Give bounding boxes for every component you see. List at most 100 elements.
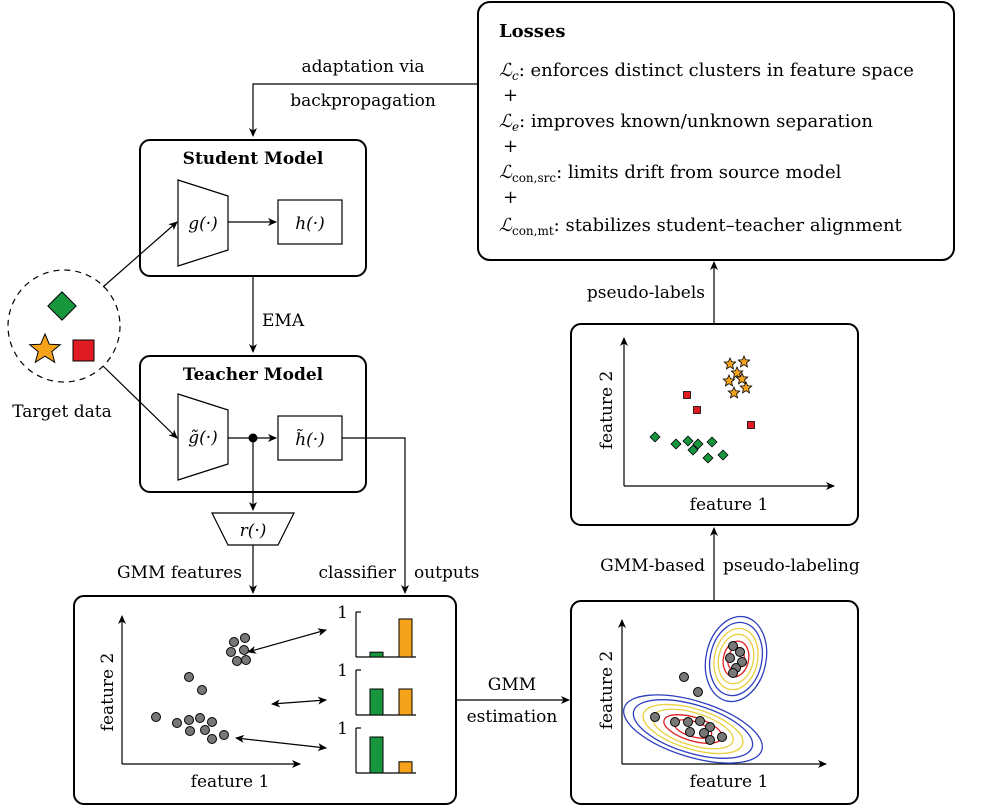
- gmm-contour-lower: [623, 694, 763, 764]
- diamond-point: [717, 449, 729, 461]
- student-model-box: Student Model g(·) h(·): [139, 139, 367, 277]
- gmm-point: [728, 641, 738, 651]
- pseudo-labeling-label: pseudo-labeling: [723, 556, 860, 576]
- known-class-bar: [369, 651, 384, 658]
- gmm-contour-upper: [704, 615, 768, 703]
- adaptation-label-2: backpropagation: [290, 91, 436, 111]
- feature-point: [226, 647, 236, 657]
- star-point: [739, 380, 753, 394]
- feature-point: [232, 656, 242, 666]
- target-data: Target data: [7, 269, 121, 422]
- loss-item-con-mt: ℒcon,mt: stabilizes student–teacher alig…: [499, 215, 903, 238]
- feature-point: [207, 717, 217, 727]
- classifier-bar-chart: 1: [337, 719, 416, 774]
- target-to-student-arrow: [102, 221, 178, 288]
- known-class-bar: [369, 736, 384, 774]
- student-head-box: [277, 199, 343, 245]
- ema-label: EMA: [262, 311, 305, 331]
- classifier-outputs-arrow: [342, 437, 409, 594]
- star-point: [735, 371, 749, 385]
- gmm-estimation-label-1: GMM: [488, 675, 536, 695]
- losses-title: Losses: [499, 21, 566, 42]
- feature-point: [185, 726, 195, 736]
- diamond-point: [706, 436, 718, 448]
- svg-text:ℒc: enforces distinct clusters: ℒc: enforces distinct clusters in featur…: [499, 60, 914, 83]
- gmm-based-label: GMM-based: [600, 556, 705, 576]
- diamond-point: [682, 435, 694, 447]
- star-point: [737, 354, 751, 368]
- green-diamond-icon: [47, 291, 77, 321]
- loss-item-con-src: ℒcon,src: limits drift from source model: [499, 162, 842, 185]
- gmm-points: [650, 641, 747, 745]
- projector-r-label: r(·): [240, 521, 267, 541]
- bar-scale-one: 1: [337, 661, 348, 681]
- feature-point: [172, 718, 182, 728]
- pl-x-axis-label: feature 1: [690, 495, 769, 515]
- diamond-point: [692, 438, 704, 450]
- gmm-contour-upper: [717, 633, 755, 685]
- star-point: [730, 365, 744, 379]
- classifier-label: classifier: [318, 563, 396, 583]
- pseudo-label-box: feature 1 feature 2: [570, 323, 859, 526]
- y-axis-label: feature 2: [98, 653, 118, 732]
- gmm-estimation-label-2: estimation: [467, 707, 558, 727]
- student-g-label: g(·): [188, 214, 218, 234]
- gmm-y-axis-label: feature 2: [597, 651, 617, 730]
- assoc-arrow-1: [247, 628, 327, 654]
- square-point: [693, 406, 701, 414]
- feature-point: [207, 734, 217, 744]
- target-data-circle: [7, 269, 121, 383]
- svg-text:ℒe: improves known/unknown sep: ℒe: improves known/unknown separation: [499, 111, 873, 134]
- gmm-point: [685, 727, 695, 737]
- gmm-point: [699, 728, 709, 738]
- gmm-contour-upper: [708, 621, 764, 697]
- gmm-x-axis-label: feature 1: [690, 772, 769, 792]
- losses-box: Losses ℒc: enforces distinct clusters in…: [477, 1, 955, 261]
- gmm-point: [693, 687, 703, 697]
- target-to-teacher-arrow: [102, 365, 178, 439]
- loss-item-e: ℒe: improves known/unknown separation: [499, 111, 873, 134]
- svg-text:ℒcon,src: limits drift from so: ℒcon,src: limits drift from source model: [499, 162, 842, 185]
- classifier-bar-chart: 1: [337, 603, 416, 658]
- star-point: [727, 385, 741, 399]
- diamond-point: [670, 438, 682, 450]
- bar-scale-one: 1: [337, 719, 348, 739]
- gmm-contour-upper: [713, 627, 759, 691]
- svg-text:ℒcon,mt: stabilizes student–te: ℒcon,mt: stabilizes student–teacher alig…: [499, 215, 903, 238]
- unknown-class-bar: [398, 761, 413, 774]
- diamond-point: [649, 431, 661, 443]
- gmm-point: [737, 657, 747, 667]
- pseudo-labels-label: pseudo-labels: [587, 283, 705, 303]
- gmm-point: [679, 672, 689, 682]
- star-point: [722, 373, 736, 387]
- teacher-title: Teacher Model: [183, 365, 324, 385]
- gmm-point: [670, 717, 680, 727]
- unknown-class-bar: [398, 618, 413, 658]
- gmm-point: [705, 722, 715, 732]
- feature-point: [239, 645, 249, 655]
- feature-point: [151, 712, 161, 722]
- assoc-arrow-3: [235, 734, 327, 752]
- gmm-box: feature 1 feature 2: [570, 600, 859, 805]
- student-h-label: h(·): [295, 214, 325, 234]
- feature-points: [151, 633, 251, 744]
- feature-point: [241, 655, 251, 665]
- pl-y-axis-label: feature 2: [597, 371, 617, 450]
- adaptation-arrow: [249, 83, 478, 137]
- assoc-arrow-2: [271, 696, 327, 708]
- teacher-h-label: h̃(·): [295, 429, 325, 450]
- plus-2: +: [503, 136, 518, 157]
- classifier-bar-charts: 1 1 1: [337, 603, 416, 774]
- target-data-label: Target data: [12, 402, 111, 422]
- x-axis-label: feature 1: [191, 772, 270, 792]
- gmm-point: [735, 647, 745, 657]
- student-title: Student Model: [183, 149, 324, 169]
- teacher-encoder-trapezoid: [177, 393, 229, 481]
- gmm-point: [728, 668, 738, 678]
- feature-point: [240, 633, 250, 643]
- projector-trapezoid: [211, 512, 295, 546]
- red-square-icon: [72, 339, 95, 362]
- feature-branch-dot: [248, 433, 258, 443]
- star-point: [723, 356, 737, 370]
